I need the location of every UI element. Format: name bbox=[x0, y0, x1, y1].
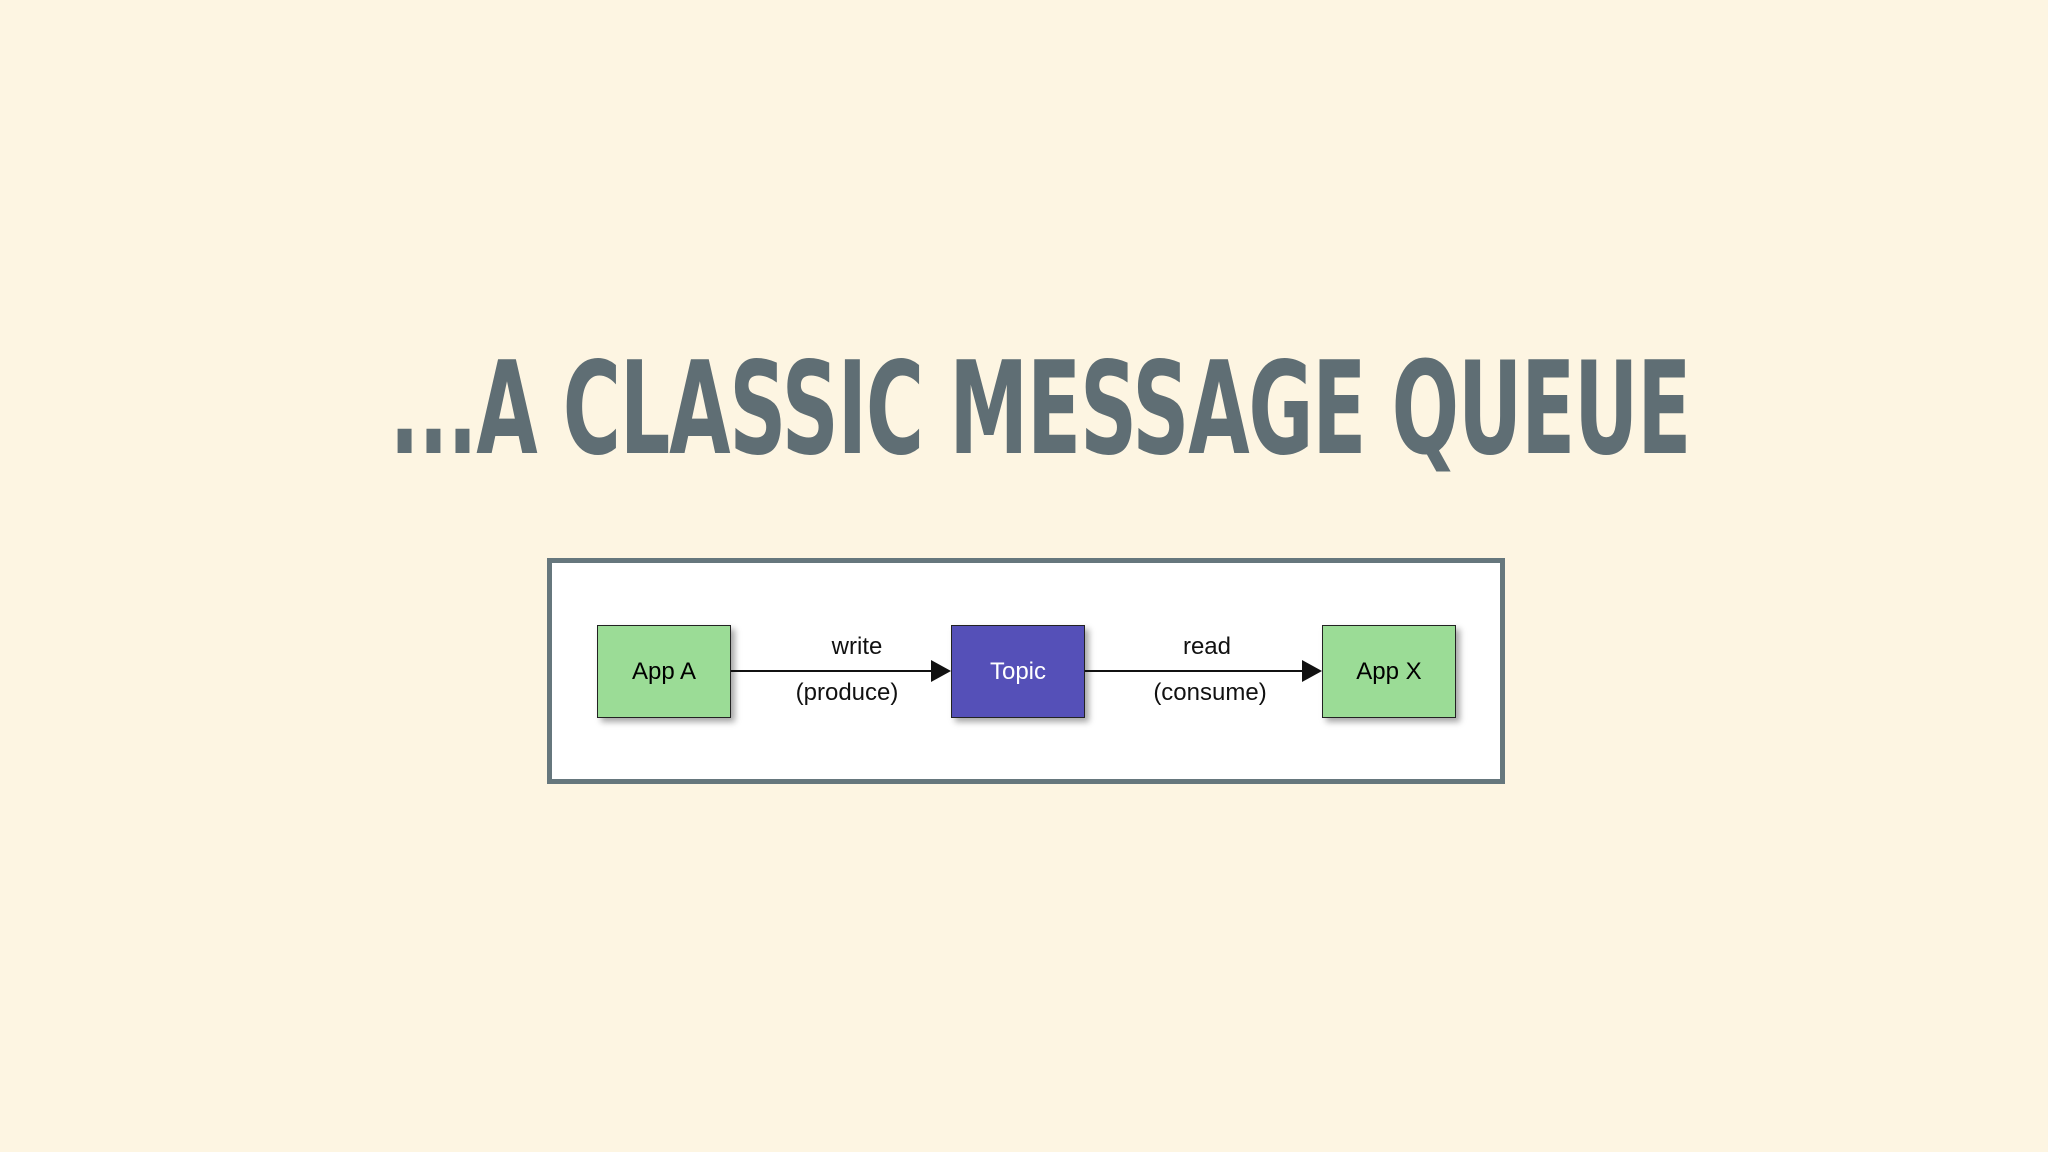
node-topic: Topic bbox=[951, 625, 1085, 718]
diagram-frame: App A write (produce) Topic read (consum… bbox=[547, 558, 1505, 784]
edge-label-read: read bbox=[1182, 633, 1232, 660]
node-app-a: App A bbox=[597, 625, 731, 718]
edge-label-produce: (produce) bbox=[795, 679, 899, 706]
arrow-write bbox=[731, 660, 951, 682]
edge-label-consume: (consume) bbox=[1153, 679, 1267, 706]
node-app-x: App X bbox=[1322, 625, 1456, 718]
edge-label-write: write bbox=[831, 633, 883, 660]
arrow-read bbox=[1085, 660, 1322, 682]
slide-title: ...A CLASSIC MESSAGE QUEUE bbox=[389, 335, 1692, 484]
